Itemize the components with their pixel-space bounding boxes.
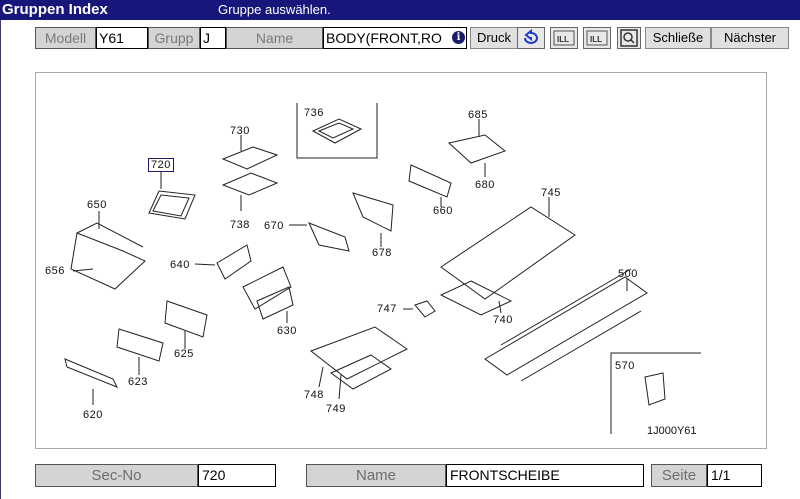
name-label: Name [226, 27, 323, 49]
footer-name-label: Name [306, 464, 446, 487]
part-label-736[interactable]: 736 [304, 107, 324, 119]
inset-frame-736 [296, 103, 378, 159]
svg-text:ILL: ILL [590, 35, 602, 44]
secno-field[interactable]: 720 [198, 464, 276, 487]
parts-diagram[interactable] [36, 73, 766, 448]
part-748-749-shape [309, 326, 408, 390]
part-736-shape [311, 118, 363, 144]
zoom-button[interactable] [617, 27, 641, 49]
part-label-623[interactable]: 623 [128, 376, 148, 388]
model-label: Modell [35, 27, 96, 49]
ill-next-icon: ILL [586, 30, 608, 46]
part-label-650[interactable]: 650 [87, 199, 107, 211]
undo-arrow-icon [524, 28, 538, 44]
part-label-625[interactable]: 625 [174, 348, 194, 360]
part-label-747[interactable]: 747 [377, 303, 397, 315]
ill-prev-icon: ILL [553, 30, 575, 46]
undo-button[interactable] [517, 27, 545, 49]
part-500-frame-shape [484, 268, 648, 382]
part-678-shape [352, 192, 394, 232]
page-label: Seite [651, 464, 707, 487]
part-label-680[interactable]: 680 [475, 179, 495, 191]
part-label-745[interactable]: 745 [541, 187, 561, 199]
part-label-749[interactable]: 749 [326, 403, 346, 415]
instruction-text: Gruppe auswählen. [218, 2, 331, 17]
name-field[interactable]: BODY(FRONT,RO [323, 27, 467, 49]
part-720-shape [148, 190, 196, 220]
print-button[interactable]: Druck [470, 27, 518, 49]
part-label-570[interactable]: 570 [615, 360, 635, 372]
magnifier-icon [620, 29, 638, 47]
svg-text:ILL: ILL [557, 35, 569, 44]
part-660-shape [408, 164, 452, 198]
info-icon[interactable]: i [452, 31, 465, 44]
part-label-730[interactable]: 730 [230, 125, 250, 137]
close-button[interactable]: Schließe [645, 27, 711, 49]
part-label-720[interactable]: 720 [148, 158, 174, 172]
group-field[interactable]: J [200, 27, 226, 49]
part-640-shape [216, 244, 252, 280]
part-650-shape [70, 222, 146, 290]
part-623-shape [116, 328, 164, 362]
part-747-shape [414, 300, 436, 318]
part-label-630[interactable]: 630 [277, 325, 297, 337]
illustration-next-button[interactable]: ILL [583, 27, 611, 49]
part-label-685[interactable]: 685 [468, 109, 488, 121]
part-label-748[interactable]: 748 [304, 389, 324, 401]
secno-label: Sec-No [35, 464, 198, 487]
part-620-shape [64, 358, 119, 388]
part-label-500[interactable]: 500 [618, 268, 638, 280]
part-630-shape [242, 266, 294, 320]
part-745-740-shape [439, 206, 576, 316]
part-label-640[interactable]: 640 [170, 259, 190, 271]
part-label-740[interactable]: 740 [493, 314, 513, 326]
group-label: Grupp [148, 27, 200, 49]
part-670-shape [308, 222, 350, 252]
title-bar: Gruppen Index Gruppe auswählen. [0, 0, 800, 20]
illustration-prev-button[interactable]: ILL [550, 27, 578, 49]
next-button[interactable]: Nächster [711, 27, 789, 49]
part-738-shape [221, 172, 279, 196]
model-field[interactable]: Y61 [96, 27, 148, 49]
part-685-680-shape [447, 134, 507, 164]
part-label-620[interactable]: 620 [83, 409, 103, 421]
footer-name-field[interactable]: FRONTSCHEIBE [446, 464, 644, 487]
part-625-shape [164, 300, 208, 338]
part-730-shape [221, 146, 279, 170]
part-570-shape [644, 372, 666, 406]
parts-diagram-panel[interactable]: 736 685 730 720 680 650 660 745 670 738 678 640 656 5… [35, 72, 767, 449]
illustration-code: 1J000Y61 [647, 425, 697, 437]
window-title: Gruppen Index [2, 1, 108, 18]
part-label-656[interactable]: 656 [45, 265, 65, 277]
page-field[interactable]: 1/1 [707, 464, 762, 487]
left-frame-line [0, 20, 1, 499]
inset-frame-570 [610, 352, 701, 434]
part-label-738[interactable]: 738 [230, 219, 250, 231]
part-label-678[interactable]: 678 [372, 247, 392, 259]
part-label-660[interactable]: 660 [433, 205, 453, 217]
part-label-670[interactable]: 670 [264, 220, 284, 232]
